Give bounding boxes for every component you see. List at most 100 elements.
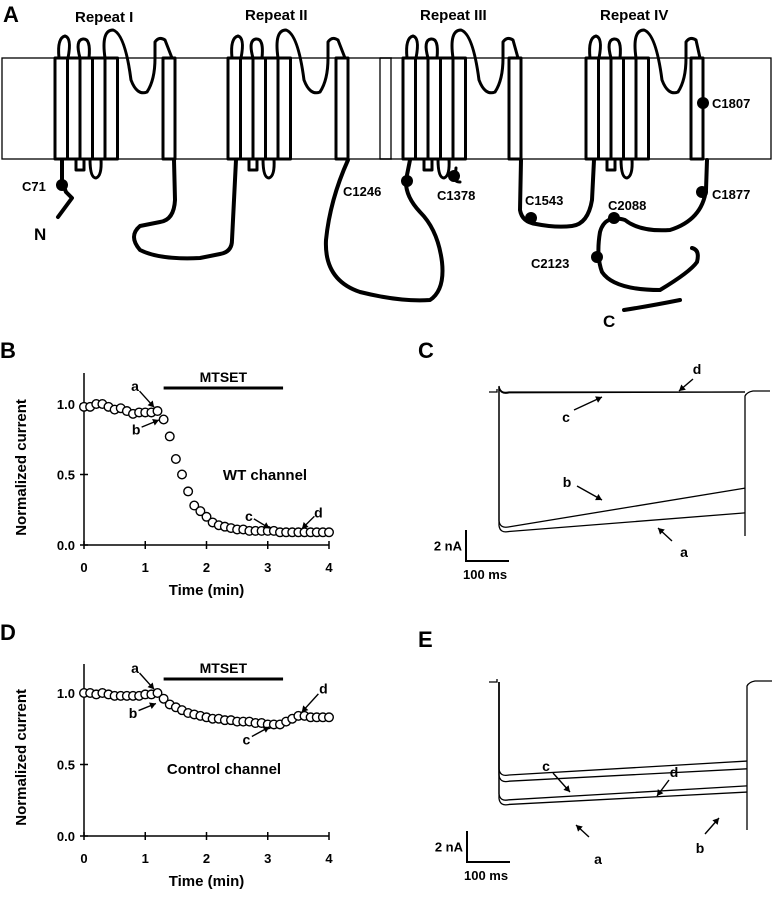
mtset-label: MTSET: [200, 660, 248, 676]
x-tick-label: 2: [203, 851, 210, 866]
extracellular-loop: [230, 34, 244, 60]
loop-iii-iv: [518, 158, 596, 229]
intracellular-loop: [436, 157, 451, 180]
data-point: [183, 486, 194, 497]
marker-arrowhead-b: [149, 702, 156, 709]
current-trace-d: [498, 385, 745, 394]
transmembrane-segment: [401, 56, 417, 161]
transmembrane-segment: [597, 56, 613, 161]
loop-ii-iii: [323, 158, 445, 303]
panel-label-e: E: [418, 627, 433, 652]
cysteine-c1378: [448, 170, 460, 182]
transmembrane-segment: [439, 56, 455, 161]
marker-label-a: a: [131, 378, 139, 394]
marker-arrowhead-a: [147, 400, 155, 408]
cysteine-sites: [56, 97, 709, 263]
data-point: [176, 469, 187, 480]
trace-arrowhead-b: [595, 494, 602, 501]
trace-label-c: c: [562, 409, 570, 425]
pore-loop: [450, 28, 520, 95]
tail-current: [744, 390, 770, 536]
x-tick-label: 3: [264, 560, 271, 575]
mtset-label: MTSET: [200, 369, 248, 385]
data-point: [152, 688, 163, 699]
membrane-right: [379, 57, 772, 160]
cysteine-c1877: [696, 186, 708, 198]
cysteine-c1543: [525, 212, 537, 224]
data-point: [195, 506, 206, 517]
pore-loop: [275, 28, 347, 95]
holding-baseline: [489, 679, 498, 683]
n-terminus-tail: [56, 158, 74, 219]
extracellular-loop: [76, 37, 91, 60]
membrane: [1, 57, 392, 160]
transmembrane-segment: [66, 56, 82, 161]
y-tick-label: 0.0: [57, 538, 75, 553]
cysteine-c2088: [608, 212, 620, 224]
y-tick-label: 0.5: [57, 758, 75, 773]
marker-label-a: a: [131, 660, 139, 676]
trace-arrowhead-d: [657, 789, 664, 796]
trace-label-c: c: [542, 758, 550, 774]
x-tick-label: 0: [80, 851, 87, 866]
trace-arrowhead-a: [658, 528, 665, 535]
trace-arrowhead-d: [679, 384, 686, 391]
marker-arrowhead-b: [152, 419, 159, 426]
current-trace-d: [498, 682, 748, 783]
scale-bar-current-label: 2 nA: [434, 539, 463, 554]
panel-a-topology-diagram: A Repeat I Repeat II Repeat III Repeat I…: [1, 2, 772, 331]
x-axis-label: Time (min): [169, 873, 245, 890]
transmembrane-segment: [609, 56, 625, 161]
trace-arrowhead-c: [563, 785, 570, 792]
intracellular-loop: [605, 157, 617, 172]
pore-loop: [102, 28, 174, 95]
marker-arrowhead-d: [301, 705, 309, 713]
data-point: [324, 527, 335, 538]
scale-bar-time-label: 100 ms: [464, 868, 508, 883]
x-axis-label: Time (min): [169, 582, 245, 599]
data-point: [158, 693, 169, 704]
extracellular-loop: [249, 37, 264, 60]
transmembrane-segment: [634, 56, 650, 161]
y-tick-label: 0.0: [57, 829, 75, 844]
current-trace-a: [498, 392, 746, 533]
repeat-1-segments: [53, 28, 177, 180]
transmembrane-segment: [78, 56, 94, 161]
x-tick-label: 4: [325, 560, 333, 575]
intracellular-loop: [261, 157, 276, 180]
cysteine-c1246: [401, 175, 413, 187]
extracellular-loop: [588, 34, 602, 60]
transmembrane-segment: [264, 56, 280, 161]
x-tick-label: 3: [264, 851, 271, 866]
intracellular-loop: [74, 157, 86, 172]
transmembrane-segment-s6: [334, 56, 350, 161]
cysteine-label-c1246: C1246: [343, 184, 381, 199]
loop-i-ii: [132, 158, 238, 261]
y-tick-label: 1.0: [57, 397, 75, 412]
repeat-3-segments: [401, 28, 523, 180]
data-point: [164, 431, 175, 442]
repeat-4-segments: [584, 28, 705, 180]
marker-label-d: d: [319, 680, 328, 696]
marker-label-b: b: [129, 705, 138, 721]
intracellular-loop: [422, 157, 434, 172]
repeat-3-label: Repeat III: [420, 7, 487, 24]
intracellular-loop: [619, 157, 634, 180]
transmembrane-segment: [426, 56, 442, 161]
scale-bar: [466, 831, 510, 863]
scale-bar-time-label: 100 ms: [463, 567, 507, 582]
y-tick-label: 0.5: [57, 468, 75, 483]
cysteine-label-c1543: C1543: [525, 193, 563, 208]
cysteine-label-c71: C71: [22, 179, 46, 194]
trace-label-a: a: [680, 544, 688, 560]
c-terminus-label: C: [603, 312, 615, 331]
cysteine-label-c2088: C2088: [608, 198, 646, 213]
transmembrane-segment: [251, 56, 267, 161]
trace-label-a: a: [594, 851, 602, 867]
extracellular-loop: [607, 37, 622, 60]
c-terminus-end: [622, 298, 682, 312]
panel-label-d: D: [0, 620, 16, 645]
